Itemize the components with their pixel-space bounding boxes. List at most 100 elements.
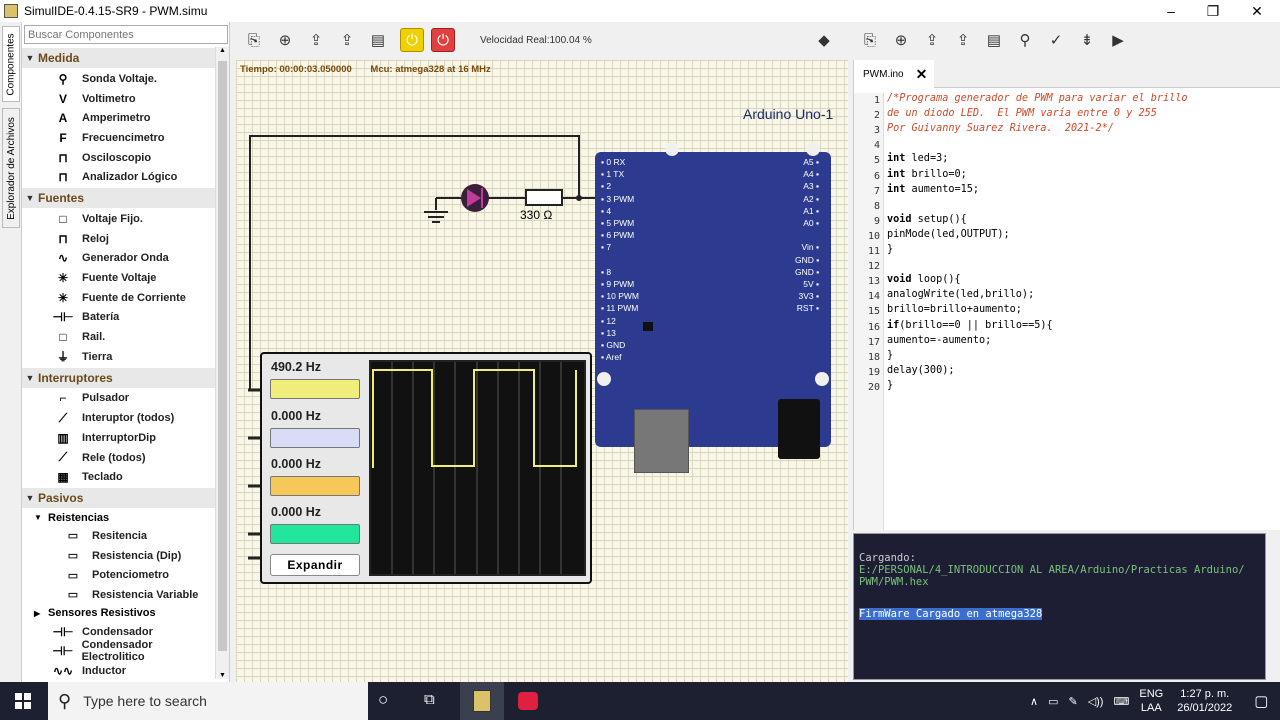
save-file-as-icon[interactable]: ⇪: [956, 32, 970, 49]
component-item[interactable]: ⟋Interuptor (todos): [22, 408, 216, 428]
circuit-canvas[interactable]: Tiempo: 00:00:03.050000 Mcu: atmega328 a…: [236, 60, 848, 682]
ch3-color-swatch[interactable]: [270, 476, 360, 496]
start-button[interactable]: [0, 682, 46, 720]
info-icon[interactable]: ◆: [818, 32, 830, 49]
taskbar-search[interactable]: ⚲ Type here to search: [48, 682, 368, 720]
export-icon[interactable]: ▤: [370, 32, 386, 49]
component-item[interactable]: ✳Fuente Voltaje: [22, 268, 216, 288]
keyboard-icon[interactable]: ⌨: [1113, 695, 1130, 708]
close-tab-icon[interactable]: ✕: [915, 65, 928, 82]
code-line[interactable]: analogWrite(led,brillo);: [887, 289, 1035, 301]
collapse-arrow-icon[interactable]: ▼: [25, 372, 35, 383]
category-header[interactable]: ▼Interruptores: [22, 367, 216, 388]
code-line[interactable]: void loop(){: [887, 274, 961, 286]
code-line[interactable]: aumento=-aumento;: [887, 334, 992, 346]
component-item[interactable]: ▭Resistencia Variable: [22, 585, 216, 605]
component-item[interactable]: ⊣⊢Condensador Electrolitico: [22, 639, 216, 663]
notifications-icon[interactable]: ▢: [1254, 693, 1269, 710]
new-circuit-icon[interactable]: ⎘: [247, 31, 260, 49]
component-item[interactable]: ▥InterruptorDip: [22, 428, 216, 448]
collapse-arrow-icon[interactable]: ▼: [25, 493, 35, 504]
ch1-color-swatch[interactable]: [270, 379, 360, 399]
clock[interactable]: 1:27 p. m. 26/01/2022: [1177, 688, 1233, 714]
save-file-icon[interactable]: ⇪: [925, 32, 939, 49]
code-line[interactable]: /*Programa generador de PWM para variar …: [887, 93, 1188, 104]
code-line[interactable]: delay(300);: [887, 364, 955, 376]
ch2-color-swatch[interactable]: [270, 428, 360, 448]
language-indicator[interactable]: ENG LAA: [1139, 688, 1164, 714]
code-line[interactable]: int led=3;: [887, 153, 949, 165]
maximize-button[interactable]: ❐: [1206, 2, 1220, 19]
component-item[interactable]: ⊓Analizador Lógico: [22, 167, 216, 187]
close-file-icon[interactable]: ▤: [986, 32, 1002, 49]
component-item[interactable]: ▦Teclado: [22, 467, 216, 487]
simulide-taskbar-app[interactable]: [460, 682, 504, 720]
cortana-icon[interactable]: ○: [378, 690, 389, 709]
code-line[interactable]: }: [887, 244, 894, 255]
component-item[interactable]: ⊣⊢Batería: [22, 308, 216, 328]
show-hidden-icon[interactable]: ∧: [1030, 695, 1039, 708]
component-item[interactable]: ⚲Sonda Voltaje.: [22, 69, 216, 89]
component-item[interactable]: ∿∿Inductor: [22, 661, 216, 681]
collapse-arrow-icon[interactable]: ▼: [25, 193, 35, 204]
component-item[interactable]: ⌐Pulsador: [22, 389, 216, 409]
scroll-down-icon[interactable]: ▼: [219, 672, 226, 679]
component-item[interactable]: ▭Resistencia (Dip): [22, 546, 216, 566]
arduino-board[interactable]: ▪ 0 RX▪ 1 TX▪ 2▪ 3 PWM▪ 4▪ 5 PWM▪ 6 PWM▪…: [595, 142, 831, 447]
file-tab[interactable]: PWM.ino ✕: [854, 60, 934, 88]
save-circuit-icon[interactable]: ⇪: [309, 32, 323, 49]
pause-button[interactable]: ⏻: [400, 28, 424, 52]
find-icon[interactable]: ⚲: [1019, 32, 1031, 49]
collapse-arrow-icon[interactable]: ▼: [34, 513, 42, 523]
run-icon[interactable]: ▶: [1112, 32, 1124, 49]
code-line[interactable]: }: [887, 349, 894, 361]
component-item[interactable]: ∿Generador Onda: [22, 249, 216, 269]
code-line[interactable]: int aumento=15;: [887, 183, 980, 195]
category-header[interactable]: ▼Fuentes: [22, 188, 216, 209]
components-scrollbar[interactable]: ▲ ▼: [215, 47, 229, 679]
component-item[interactable]: ⟋Rele (todos): [22, 448, 216, 468]
code-line[interactable]: pinMode(led,OUTPUT);: [887, 228, 1010, 240]
code-line[interactable]: de un diodo LED. El PWM varía entre 0 y …: [887, 108, 1157, 120]
collapse-arrow-icon[interactable]: ▼: [25, 53, 35, 63]
component-item[interactable]: ▭Potenciometro: [22, 565, 216, 585]
open-circuit-icon[interactable]: ⊕: [278, 32, 292, 49]
component-item[interactable]: ✳Fuente de Corriente: [22, 288, 216, 308]
code-line[interactable]: if(brillo==0 || brillo==5){: [887, 319, 1053, 331]
upload-icon[interactable]: ⇟: [1080, 32, 1094, 49]
subcategory-header[interactable]: ▼Reistencias: [22, 509, 216, 526]
scroll-up-icon[interactable]: ▲: [219, 47, 226, 54]
task-view-icon[interactable]: ⧉: [424, 691, 435, 708]
pen-icon[interactable]: ✎: [1068, 695, 1078, 708]
category-header[interactable]: ▼Medida: [22, 48, 216, 68]
subcategory-header[interactable]: ▶Sensores Resistivos: [22, 605, 216, 622]
code-line[interactable]: }: [887, 379, 894, 391]
code-line[interactable]: int brillo=0;: [887, 168, 967, 180]
minimize-button[interactable]: –: [1167, 3, 1175, 19]
category-header[interactable]: ▼Pasivos: [22, 488, 216, 509]
new-file-icon[interactable]: ⎘: [863, 31, 876, 49]
component-item[interactable]: ⊓Reloj: [22, 229, 216, 249]
expand-arrow-icon[interactable]: ▶: [34, 608, 41, 618]
component-item[interactable]: ▭Resitencia: [22, 526, 216, 546]
code-line[interactable]: void setup(){: [887, 213, 967, 225]
open-file-icon[interactable]: ⊕: [894, 32, 908, 49]
volume-icon[interactable]: ◁)): [1087, 695, 1104, 708]
scroll-thumb[interactable]: [218, 61, 227, 651]
component-item[interactable]: □Voltaje Fijo.: [22, 209, 216, 229]
tab-components[interactable]: Componentes: [2, 26, 20, 102]
power-button[interactable]: ⏻: [431, 28, 455, 52]
component-item[interactable]: ⊣⊢Condensador: [22, 622, 216, 642]
close-button[interactable]: ✕: [1251, 2, 1263, 19]
recorder-taskbar-app[interactable]: [506, 682, 550, 720]
tab-file-explorer[interactable]: Explorador de Archivos: [2, 108, 20, 228]
console-scrollbar[interactable]: [1266, 533, 1280, 680]
component-item[interactable]: ⊓Osciloscopio: [22, 148, 216, 168]
network-icon[interactable]: ▭: [1048, 695, 1059, 708]
code-line[interactable]: Por Guivanny Suarez Rivera. 2021-2*/: [887, 123, 1114, 135]
save-as-icon[interactable]: ⇪: [340, 32, 354, 49]
ch4-color-swatch[interactable]: [270, 524, 360, 544]
